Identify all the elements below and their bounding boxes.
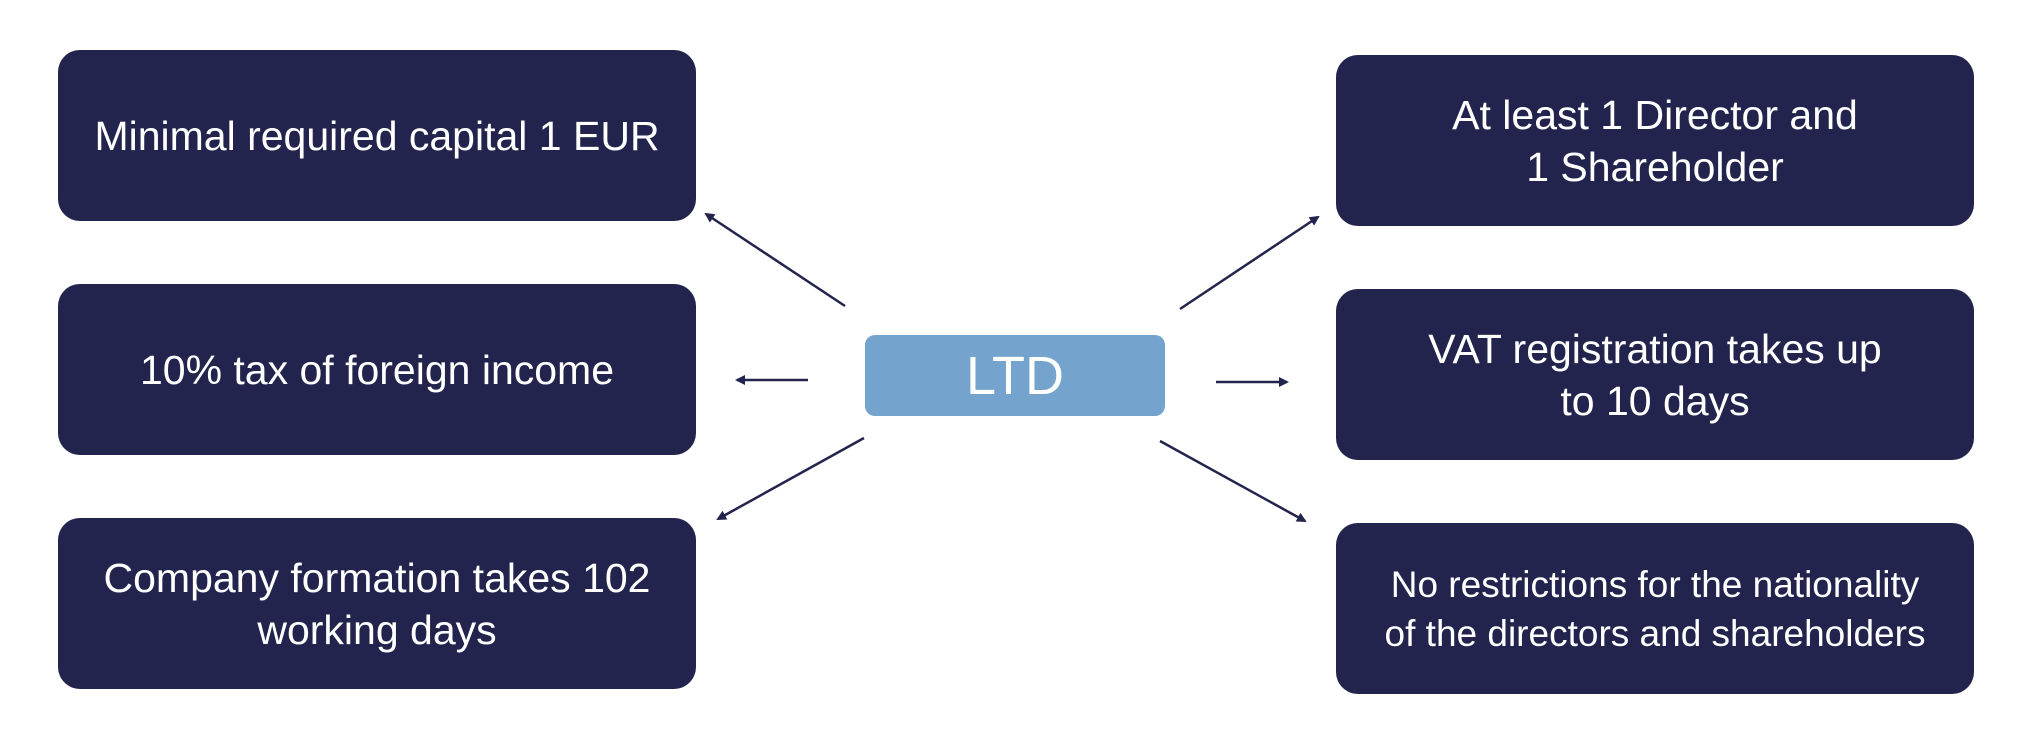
arrow-to-nationality xyxy=(1159,439,1307,523)
director-text-line-1: At least 1 Director and xyxy=(1452,91,1858,138)
nationality-box: No restrictions for the nationality of t… xyxy=(1336,523,1974,694)
formation-text-line-2: working days xyxy=(257,606,497,653)
nationality-text-line-1: No restrictions for the nationality xyxy=(1390,563,1920,605)
capital-text-line-1: Minimal required capital 1 EUR xyxy=(94,112,660,159)
formation-box: Company formation takes 102 working days xyxy=(58,518,696,689)
ltd-center-node: LTD xyxy=(865,335,1165,416)
tax-box: 10% tax of foreign income xyxy=(58,284,696,455)
formation-text-line-1: Company formation takes 102 xyxy=(103,554,651,601)
nationality-text-line-2: of the directors and shareholders xyxy=(1384,612,1926,654)
arrow-to-formation xyxy=(716,436,865,521)
vat-text-line-2: to 10 days xyxy=(1560,377,1750,424)
arrow-to-capital xyxy=(704,212,846,308)
vat-box: VAT registration takes up to 10 days xyxy=(1336,289,1974,460)
director-text-line-2: 1 Shareholder xyxy=(1526,143,1784,190)
capital-box: Minimal required capital 1 EUR xyxy=(58,50,696,221)
vat-text-line-1: VAT registration takes up xyxy=(1428,325,1882,372)
tax-text-line-1: 10% tax of foreign income xyxy=(139,346,615,393)
arrow-to-director xyxy=(1179,215,1320,311)
director-box: At least 1 Director and 1 Shareholder xyxy=(1336,55,1974,226)
ltd-label: LTD xyxy=(965,345,1064,406)
